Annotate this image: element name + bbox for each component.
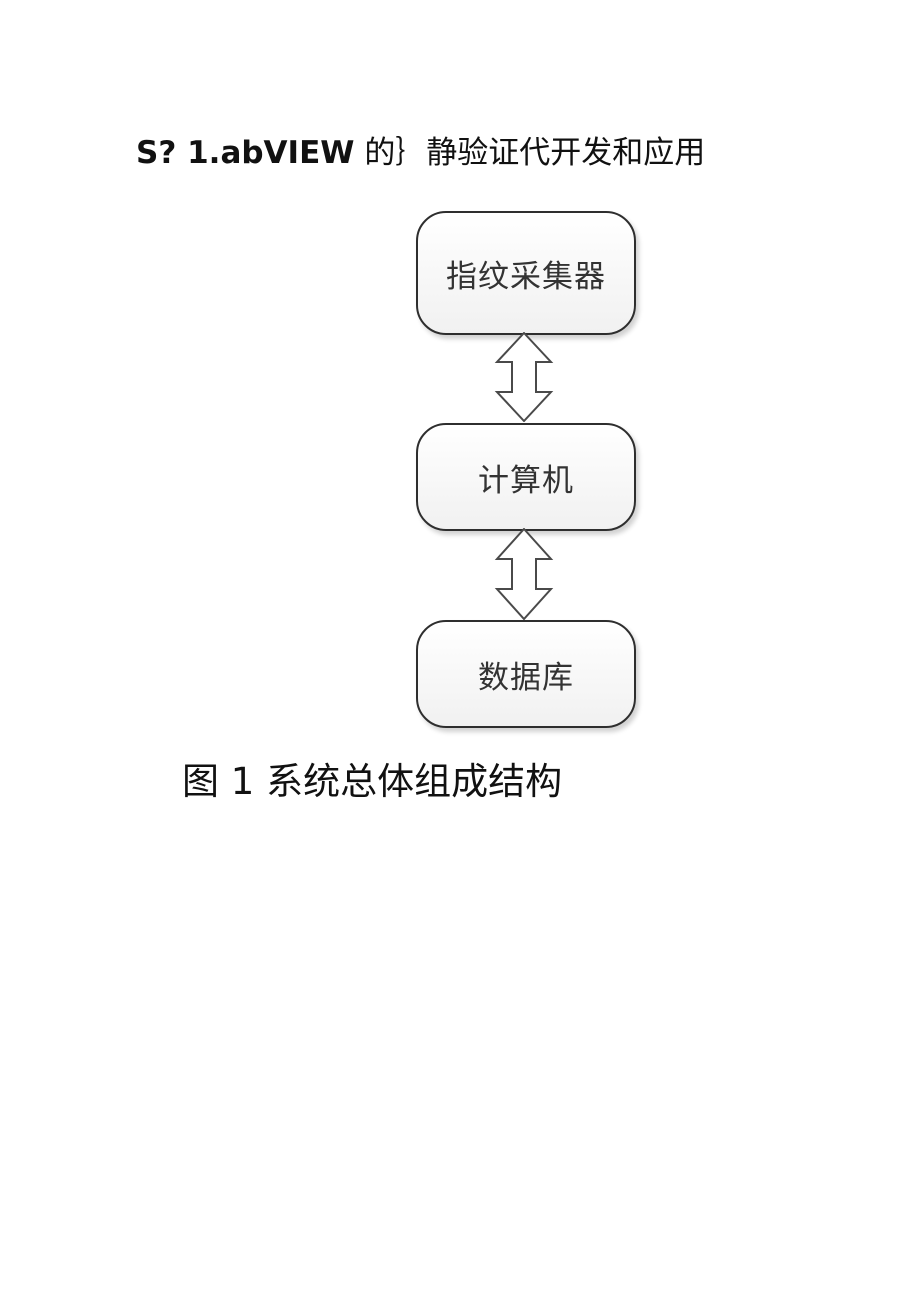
bidirectional-arrow-icon	[494, 528, 554, 620]
node-database: 数据库	[416, 620, 636, 728]
bidirectional-arrow-icon	[494, 332, 554, 422]
section-heading: S? 1.abVIEW 的｝静验证代开发和应用	[136, 130, 705, 176]
section-heading-suffix: 的｝静验证代开发和应用	[364, 135, 706, 171]
system-structure-diagram: 指纹采集器 计算机 数据库	[408, 205, 640, 735]
figure-caption: 图 1 系统总体组成结构	[182, 760, 563, 803]
section-heading-prefix: S? 1.abVIEW	[136, 135, 355, 171]
node-computer: 计算机	[416, 423, 636, 531]
node-fingerprint-collector: 指纹采集器	[416, 211, 636, 335]
